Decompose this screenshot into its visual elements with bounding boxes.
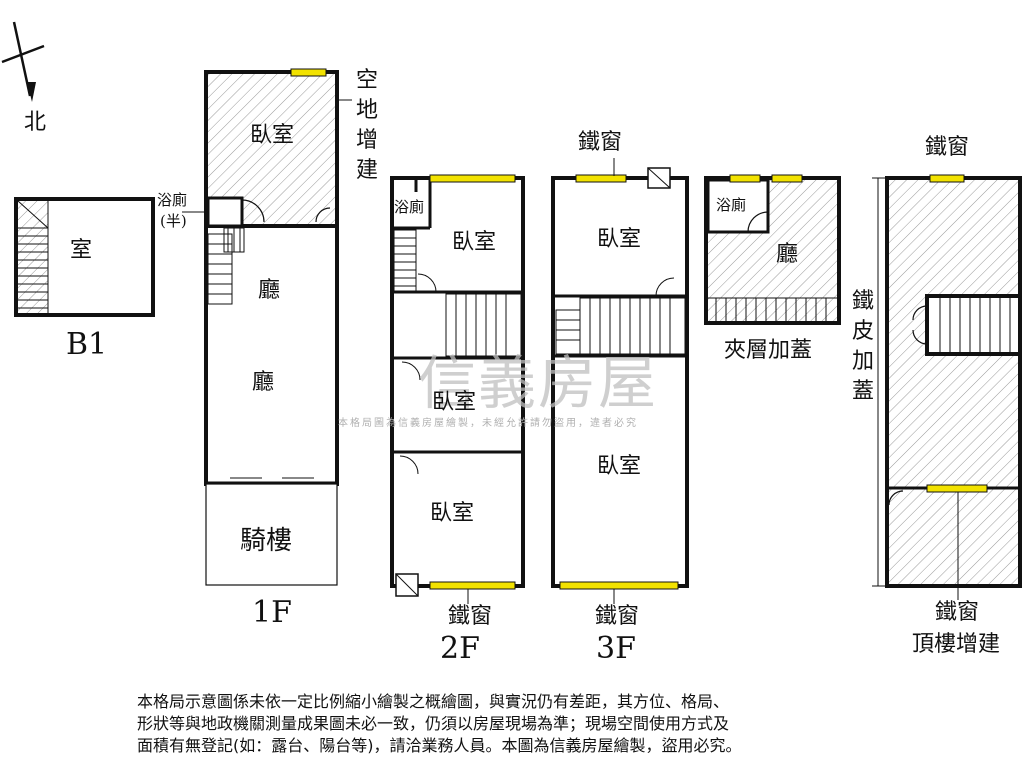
plan-b1 xyxy=(14,197,155,317)
disclaimer-line-1: 本格局示意圖係未依一定比例縮小繪製之概繪圖，與實況仍有差距，其方位、格局、 xyxy=(137,692,730,711)
watermark-notice: 本格局圖為信義房屋繪製，未經允許請勿盜用，違者必究 xyxy=(338,418,638,429)
mezz-hall-label: 廳 xyxy=(776,242,799,267)
f1-arcade-label: 騎樓 xyxy=(240,526,293,556)
floor-1f-label: 1F xyxy=(252,595,292,630)
roof-window-top-label: 鐵窗 xyxy=(925,135,970,160)
plan-3f xyxy=(551,158,689,604)
f1-hall-label: 廳 xyxy=(252,370,275,395)
roof-window-bottom-label: 鐵窗 xyxy=(935,600,980,625)
disclaimer: 本格局示意圖係未依一定比例縮小繪製之概繪圖，與實況仍有差距，其方位、格局、 形狀… xyxy=(137,691,937,757)
f1-extension-label: 空地增建 xyxy=(355,68,378,183)
f2-window-label: 鐵窗 xyxy=(448,604,493,629)
f1-bedroom-label: 臥室 xyxy=(250,123,295,148)
watermark-brand: 信義房屋 xyxy=(418,349,659,417)
compass-label: 北 xyxy=(24,110,47,135)
f3-bedroom-2-label: 臥室 xyxy=(597,454,642,479)
f2-bedroom-2-label: 臥室 xyxy=(432,390,477,415)
f3-bedroom-1-label: 臥室 xyxy=(597,227,642,252)
floor-b1-label: B1 xyxy=(66,327,108,362)
roof-title-label: 頂樓增建 xyxy=(912,632,1001,657)
f2-bedroom-1-label: 臥室 xyxy=(452,230,497,255)
plan-2f xyxy=(390,174,525,604)
disclaimer-line-2: 形狀等與地政機關測量成果圖未必一致，仍須以房屋現場為準；現場空間使用方式及 xyxy=(137,714,730,733)
mezz-bath-label: 浴廁 xyxy=(716,196,747,214)
f2-bedroom-3-label: 臥室 xyxy=(430,501,475,526)
f2-bath-label: 浴廁 xyxy=(394,198,425,216)
disclaimer-line-3: 面積有無登記(如：露台、陽台等)，請洽業務人員。本圖為信義房屋繪製，盜用必究。 xyxy=(137,736,742,755)
plan-mezzanine xyxy=(704,174,841,325)
floor-2f-label: 2F xyxy=(440,631,480,666)
f1-hall-top-label: 廳 xyxy=(258,278,281,303)
f1-bath-half-label: (半) xyxy=(160,212,187,230)
plan-1f xyxy=(182,68,352,586)
roof-side-label: 鐵皮加蓋 xyxy=(851,289,874,404)
b1-room-label: 室 xyxy=(70,238,93,263)
plan-roof xyxy=(872,174,1022,600)
f3-window-bottom-label: 鐵窗 xyxy=(595,604,640,629)
mezz-title-label: 夾層加蓋 xyxy=(724,338,813,363)
f3-window-top-label: 鐵窗 xyxy=(578,130,623,155)
floor-3f-label: 3F xyxy=(596,631,636,666)
f1-bath-label: 浴廁 xyxy=(157,191,188,209)
north-arrow-icon xyxy=(1,21,45,102)
